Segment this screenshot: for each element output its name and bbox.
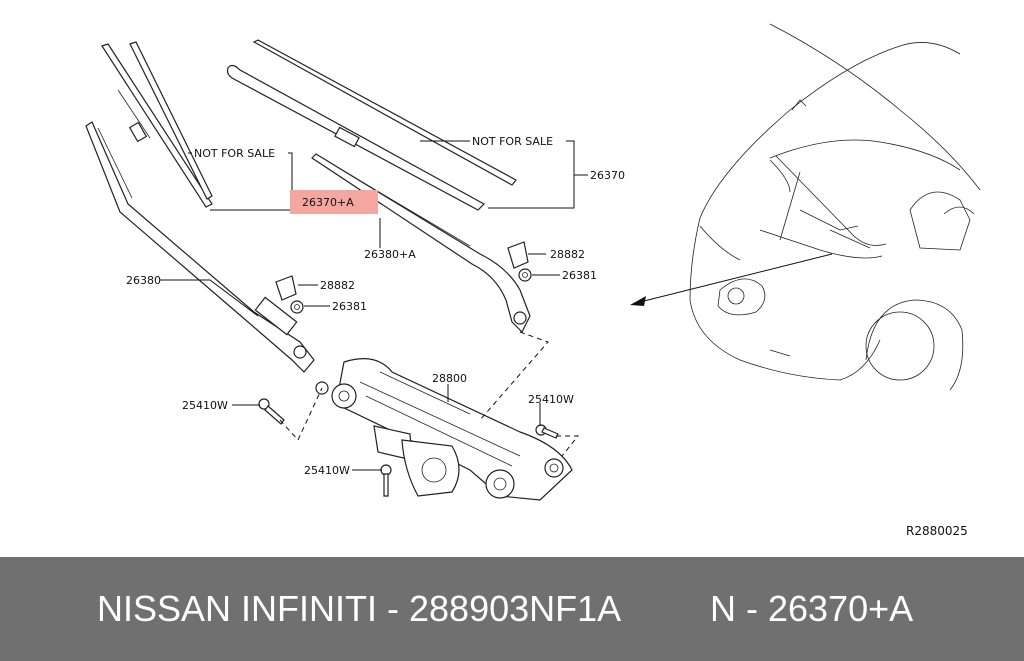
right-wiper-arm xyxy=(311,153,531,334)
footer-callout-ref: N - 26370+A xyxy=(710,588,914,629)
callout-labels: NOT FOR SALE NOT FOR SALE 26370 26370+A … xyxy=(126,135,625,477)
left-wiper-arm xyxy=(85,121,315,373)
label-not-for-sale-left: NOT FOR SALE xyxy=(194,147,275,160)
caps-and-nuts xyxy=(275,241,532,314)
right-wiper-blade xyxy=(226,39,517,211)
location-arrow xyxy=(630,253,833,306)
leader-lines xyxy=(160,140,588,471)
reference-code: R2880025 xyxy=(906,524,968,538)
label-26381-right: 26381 xyxy=(562,269,597,282)
label-28882-right: 28882 xyxy=(550,248,585,261)
dashed-lines xyxy=(279,331,580,457)
label-26380-a: 26380+A xyxy=(364,248,416,261)
label-26380: 26380 xyxy=(126,274,161,287)
footer-bar: NISSAN INFINITI - 288903NF1A N - 26370+A xyxy=(0,557,1024,661)
label-25410w-right: 25410W xyxy=(528,393,574,406)
label-25410w-bottom: 25410W xyxy=(304,464,350,477)
car-front-illustration xyxy=(689,23,981,391)
label-26370: 26370 xyxy=(590,169,625,182)
label-25410w-left: 25410W xyxy=(182,399,228,412)
bolts xyxy=(258,398,559,497)
diagram-drawing: NOT FOR SALE NOT FOR SALE 26370 26370+A … xyxy=(85,23,981,538)
left-wiper-blade xyxy=(101,41,213,208)
footer-brand-part: NISSAN INFINITI - 288903NF1A xyxy=(97,588,622,629)
highlight-26370-a xyxy=(290,190,378,214)
label-28882-left: 28882 xyxy=(320,279,355,292)
label-26381-left: 26381 xyxy=(332,300,367,313)
label-26370-a: 26370+A xyxy=(302,196,354,209)
parts-diagram: NOT FOR SALE NOT FOR SALE 26370 26370+A … xyxy=(85,23,981,538)
wiper-linkage-motor xyxy=(315,358,573,501)
label-28800: 28800 xyxy=(432,372,467,385)
label-not-for-sale-right: NOT FOR SALE xyxy=(472,135,553,148)
